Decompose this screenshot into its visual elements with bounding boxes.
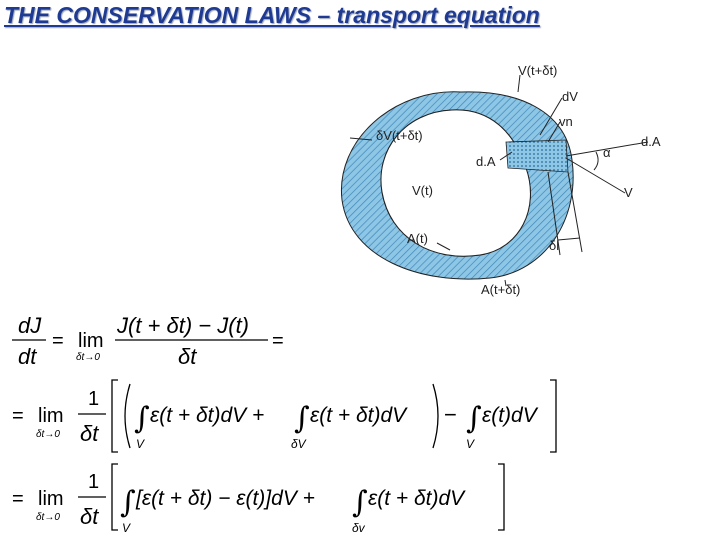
eq2-frac-den: δt bbox=[80, 421, 99, 446]
control-volume-diagram: V(t+δt) dV vn d.A α d.A δV(t+δt) V(t) V … bbox=[340, 63, 661, 297]
leader-At bbox=[436, 242, 451, 251]
eq2-term-2: ε(t + δt)dV bbox=[310, 404, 408, 427]
eq2-int3-sub: V bbox=[466, 437, 475, 451]
eq2-minus: − bbox=[444, 402, 457, 427]
eq2-frac-num: 1 bbox=[88, 388, 99, 410]
eq3-int2-sub: δv bbox=[352, 521, 366, 535]
eq1-lim: lim bbox=[78, 330, 104, 352]
label-dV: dV bbox=[562, 89, 578, 104]
label-dl: δl bbox=[549, 238, 559, 253]
eq3-int1-sub: V bbox=[122, 521, 131, 535]
equation-line-1: dJ dt = lim δt→0 J(t + δt) − J(t) δt = bbox=[12, 313, 284, 369]
label-alpha: α bbox=[603, 145, 611, 160]
eq1-lhs-den: dt bbox=[18, 344, 37, 369]
velocity-arrow bbox=[565, 157, 626, 194]
equation-line-3: = lim δt→0 1 δt ∫ V [ε(t + δt) − ε(t)]dV… bbox=[12, 463, 505, 535]
label-dA-right: d.A bbox=[641, 134, 661, 149]
label-a-t: A(t) bbox=[407, 231, 428, 246]
eq3-frac-num: 1 bbox=[88, 471, 99, 493]
eq3-frac-den: δt bbox=[80, 504, 99, 529]
leader-dV bbox=[539, 97, 563, 136]
eq2-outer-bracket-left bbox=[111, 379, 118, 453]
leader-vt-dt bbox=[517, 74, 521, 93]
eq2-inner-paren-right bbox=[432, 383, 439, 449]
eq2-term-1: ε(t + δt)dV + bbox=[150, 404, 264, 427]
eq1-numerator: J(t + δt) − J(t) bbox=[116, 313, 249, 338]
eq3-term-2: ε(t + δt)dV bbox=[368, 487, 466, 510]
label-a-t-dt: A(t+δt) bbox=[481, 282, 520, 297]
eq1-equals: = bbox=[52, 330, 64, 352]
eq2-integral-3: ∫ bbox=[466, 401, 482, 436]
eq3-equals: = bbox=[12, 488, 24, 510]
dA-surface-element bbox=[505, 139, 569, 173]
alpha-arc bbox=[593, 151, 599, 171]
eq1-lim-sub: δt→0 bbox=[76, 352, 100, 363]
label-v: V bbox=[624, 185, 633, 200]
leader-deltaV bbox=[349, 137, 373, 141]
eq3-lim: lim bbox=[38, 488, 64, 510]
label-vn: vn bbox=[559, 114, 573, 129]
eq1-equals-2: = bbox=[272, 330, 284, 352]
eq2-lim: lim bbox=[38, 405, 64, 427]
eq2-lim-sub: δt→0 bbox=[36, 429, 60, 440]
eq2-int2-sub: δV bbox=[291, 437, 307, 451]
equation-line-2: = lim δt→0 1 δt ∫ V ε(t + δt)dV + ∫ δV ε… bbox=[12, 379, 557, 453]
eq2-integral-2: ∫ bbox=[294, 401, 310, 436]
eq2-int1-sub: V bbox=[136, 437, 145, 451]
eq3-outer-bracket-left bbox=[111, 463, 118, 531]
leader-At-dt bbox=[504, 279, 507, 287]
eq1-lhs-num: dJ bbox=[18, 313, 42, 338]
dl-dim-2 bbox=[567, 171, 583, 253]
label-delta-v: δV(t+δt) bbox=[376, 128, 423, 143]
eq2-inner-paren-left bbox=[124, 383, 131, 449]
dl-dim-1 bbox=[547, 171, 561, 256]
eq2-equals: = bbox=[12, 405, 24, 427]
eq3-term-1: [ε(t + δt) − ε(t)]dV + bbox=[135, 487, 315, 510]
leader-dA-mid bbox=[499, 151, 513, 161]
eq3-outer-bracket-right bbox=[498, 463, 505, 531]
label-dA-mid: d.A bbox=[476, 154, 496, 169]
label-v-t: V(t) bbox=[412, 183, 433, 198]
dl-dim-arrow bbox=[557, 237, 581, 241]
eq2-outer-bracket-right bbox=[550, 379, 557, 453]
eq3-lim-sub: δt→0 bbox=[36, 512, 60, 523]
eq3-integral-2: ∫ bbox=[352, 485, 368, 520]
normal-arrow bbox=[565, 141, 649, 157]
label-v-t-dt: V(t+δt) bbox=[518, 63, 557, 78]
eq1-denominator: δt bbox=[178, 344, 197, 369]
page-title: THE CONSERVATION LAWS – transport equati… bbox=[4, 2, 540, 28]
leader-vn bbox=[547, 121, 561, 143]
eq3-integral-1: ∫ bbox=[120, 485, 136, 520]
eq2-term-3: ε(t)dV bbox=[482, 404, 539, 427]
eq2-integral-1: ∫ bbox=[134, 401, 150, 436]
